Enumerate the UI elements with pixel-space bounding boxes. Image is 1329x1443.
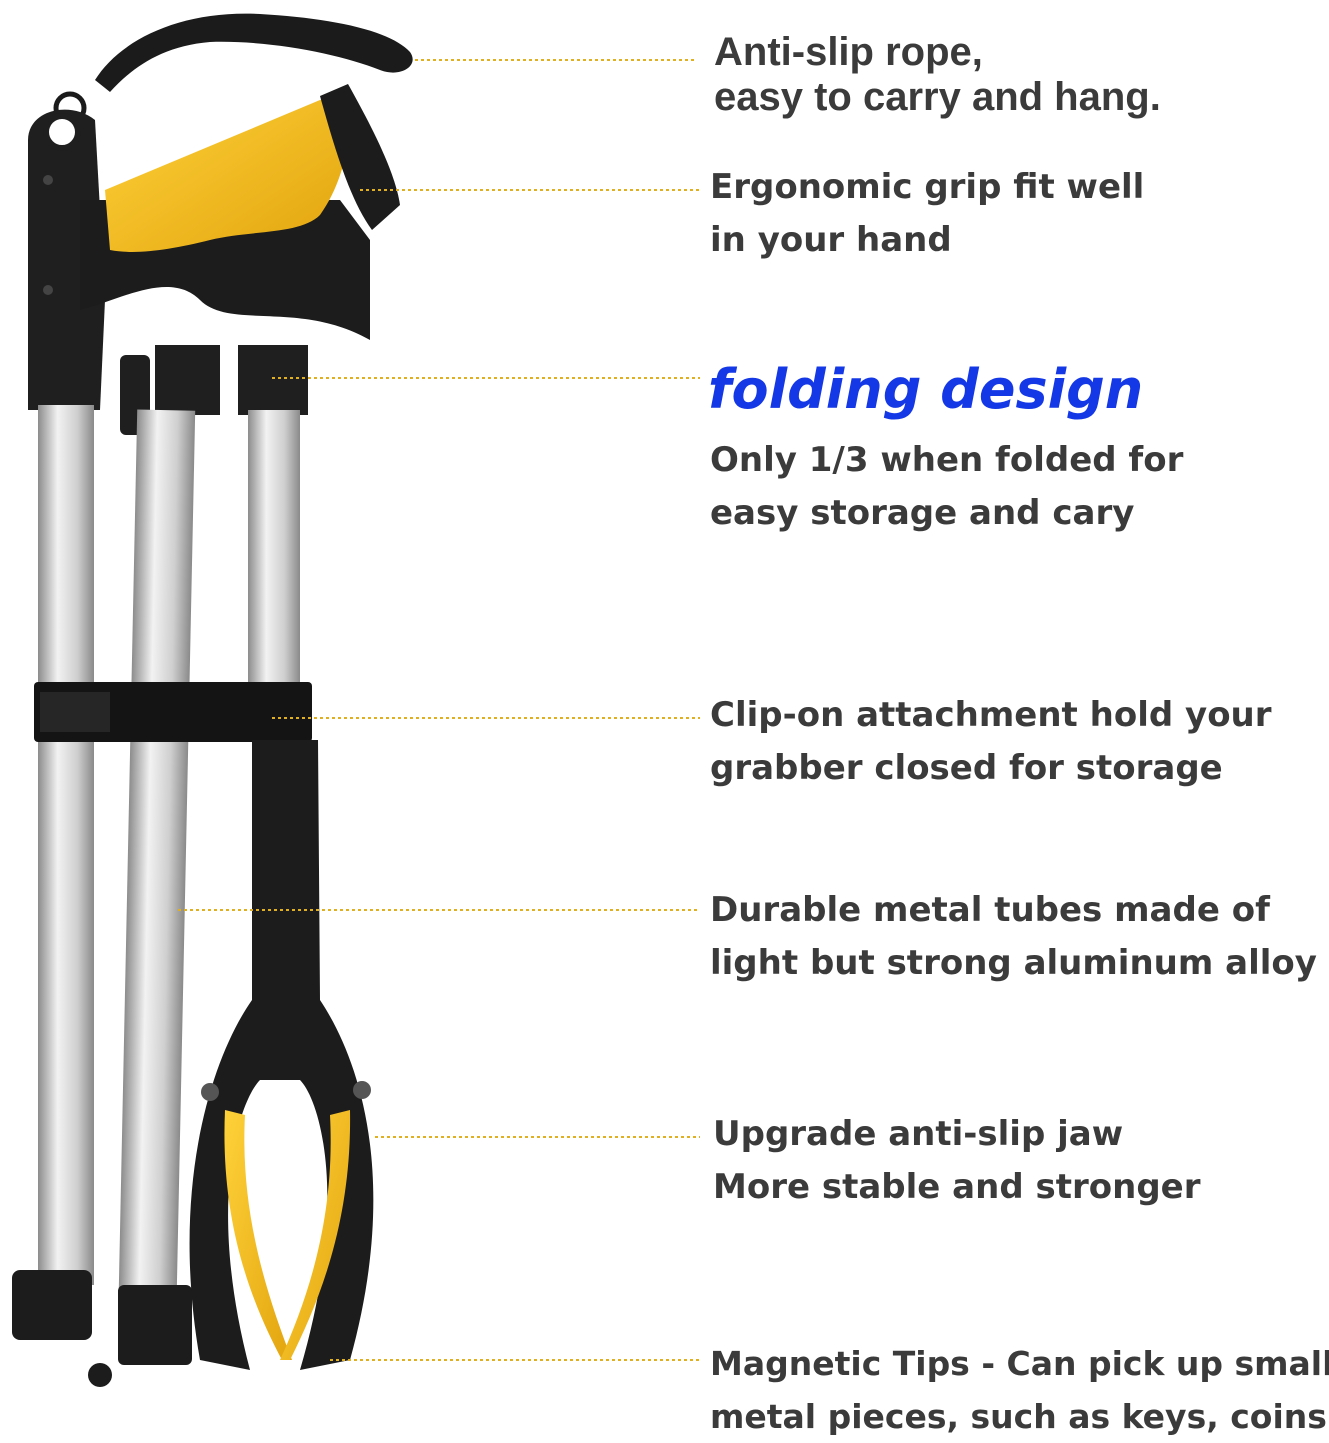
callout-rope-line-2: easy to carry and hang. bbox=[714, 75, 1161, 119]
callout-grip: Ergonomic grip fit well in your hand bbox=[710, 161, 1144, 267]
callout-tubes-line-1: Durable metal tubes made of bbox=[710, 890, 1270, 930]
grabber-tool-illustration bbox=[12, 13, 413, 1387]
callout-folding: Only 1/3 when folded for easy storage an… bbox=[710, 434, 1183, 540]
callout-folding-line-1: Only 1/3 when folded for bbox=[710, 440, 1184, 480]
callout-rope-line-1: Anti-slip rope, bbox=[714, 30, 983, 74]
callout-rope: Anti-slip rope, easy to carry and hang. bbox=[714, 30, 1161, 120]
ring-hole bbox=[43, 113, 81, 151]
jaw-arm bbox=[189, 740, 374, 1370]
callout-magnet-line-2: metal pieces, such as keys, coins bbox=[710, 1397, 1327, 1436]
callout-jaw-line-1: Upgrade anti-slip jaw bbox=[713, 1114, 1124, 1154]
lanyard-rope bbox=[95, 13, 413, 92]
callout-jaw: Upgrade anti-slip jaw More stable and st… bbox=[713, 1108, 1201, 1214]
callout-tubes: Durable metal tubes made of light but st… bbox=[710, 884, 1317, 990]
callout-clip: Clip-on attachment hold your grabber clo… bbox=[710, 689, 1272, 795]
metal-tube-middle bbox=[118, 409, 196, 1291]
callout-tubes-line-2: light but strong aluminum alloy bbox=[710, 943, 1317, 983]
callout-grip-line-1: Ergonomic grip fit well bbox=[710, 167, 1145, 207]
callout-jaw-line-2: More stable and stronger bbox=[713, 1167, 1201, 1207]
callout-folding-title: folding design bbox=[708, 358, 1144, 421]
grip-cap bbox=[320, 84, 400, 230]
callout-grip-line-2: in your hand bbox=[710, 220, 952, 260]
callout-clip-line-1: Clip-on attachment hold your bbox=[710, 695, 1272, 735]
foot-left bbox=[12, 1270, 92, 1340]
jaw-yellow-right bbox=[280, 1110, 351, 1360]
foot-middle bbox=[118, 1285, 192, 1365]
metal-tube-left bbox=[38, 405, 94, 1285]
screw bbox=[43, 175, 53, 185]
callout-folding-line-2: easy storage and cary bbox=[710, 493, 1135, 533]
hinge-block-left bbox=[155, 345, 220, 415]
grip-yellow bbox=[105, 90, 349, 252]
callout-magnet: Magnetic Tips - Can pick up small metal … bbox=[710, 1337, 1329, 1443]
screw bbox=[43, 285, 53, 295]
callout-magnet-line-1: Magnetic Tips - Can pick up small bbox=[710, 1344, 1329, 1383]
jaw-yellow-left bbox=[224, 1110, 292, 1360]
hinge-block-right bbox=[238, 345, 308, 415]
callout-clip-line-2: grabber closed for storage bbox=[710, 748, 1223, 788]
